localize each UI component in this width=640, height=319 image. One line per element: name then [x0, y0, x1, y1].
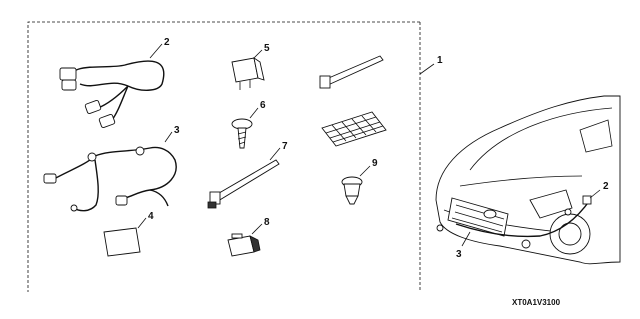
part-main-harness [43, 146, 177, 212]
callout-3: 3 [174, 125, 180, 136]
part-screw [231, 118, 253, 149]
callout-7: 7 [282, 141, 288, 152]
callout-5: 5 [264, 43, 270, 54]
part-connector [227, 233, 261, 257]
part-cable-tie-long [207, 159, 280, 209]
diagram-code: XT0A1V3100 [512, 298, 561, 307]
callout-4: 4 [148, 211, 154, 222]
callout-6: 6 [260, 100, 266, 111]
part-clip [341, 176, 363, 205]
kit-boundary [27, 21, 421, 292]
callout-9: 9 [372, 158, 378, 169]
callout-vehicle-3: 3 [456, 249, 462, 260]
part-relay [231, 57, 265, 90]
callout-2: 2 [164, 37, 170, 48]
part-sub-harness [59, 60, 165, 128]
callout-vehicle-2: 2 [603, 181, 609, 192]
vehicle-illustration [435, 95, 621, 265]
part-grid-sheet [321, 111, 387, 147]
callout-1: 1 [437, 55, 443, 66]
part-cable-tie-short [319, 55, 384, 89]
callout-8: 8 [264, 217, 270, 228]
part-sticker [103, 227, 141, 257]
